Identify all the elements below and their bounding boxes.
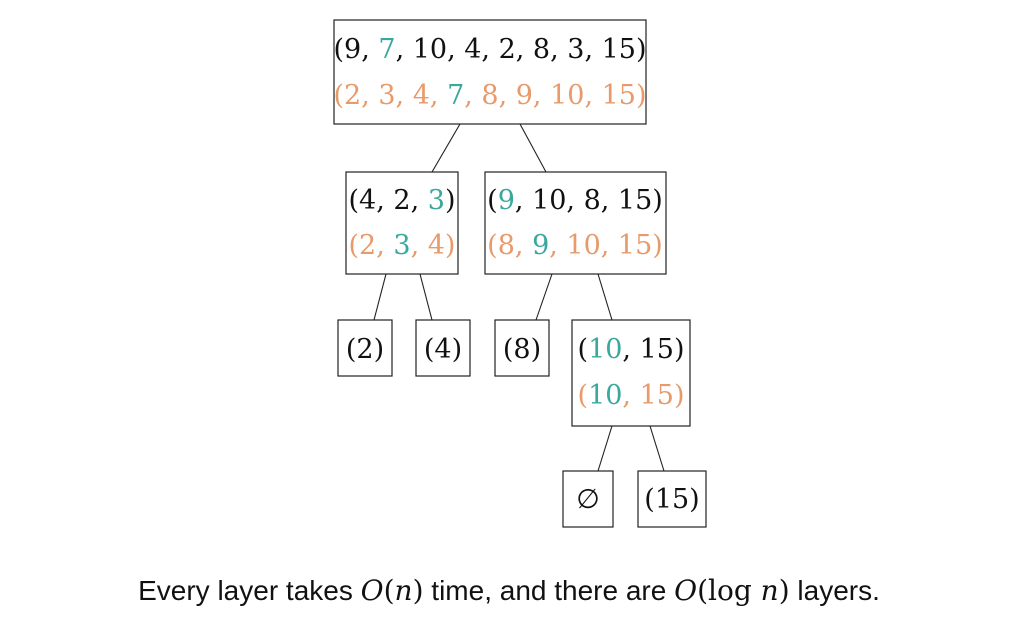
node-line-top: (4, 2, 3) [349, 185, 456, 216]
node-box [337, 319, 393, 377]
node-text-segment: ) [445, 185, 456, 216]
caption-text-3: layers. [789, 575, 880, 606]
node-text-segment: , 15) [622, 334, 684, 365]
node-box [571, 319, 691, 427]
caption-math-open: (log [697, 574, 761, 607]
node-text-segment: , 4) [411, 230, 456, 261]
node-text-segment: (2) [346, 334, 384, 365]
caption-text-1: Every layer takes [138, 575, 361, 606]
node-text-segment: ∅ [576, 484, 600, 515]
caption-math-close: ) [412, 574, 424, 607]
caption-math-func: O [674, 574, 698, 607]
tree-node: (2) [337, 319, 393, 377]
node-text-segment: 3 [428, 185, 445, 216]
caption-math-var: n [394, 574, 413, 607]
node-box [562, 470, 614, 528]
node-line-top: (2) [346, 334, 384, 365]
edge-rightright-leaf15 [649, 425, 665, 472]
node-text-segment: ( [578, 334, 589, 365]
tree-node: (15) [637, 470, 707, 528]
node-text-segment: (8, [487, 230, 532, 261]
caption-text-2: time, and there are [423, 575, 675, 606]
edge-root-left [431, 123, 461, 173]
tree-node: (9, 10, 8, 15) (8, 9, 10, 15) [484, 171, 667, 275]
node-box [415, 319, 471, 377]
edge-root-right [519, 123, 547, 173]
node-text-segment: 7 [378, 34, 395, 65]
node-text-segment: , 8, 9, 10, 15) [464, 80, 646, 111]
node-line-bottom: (8, 9, 10, 15) [487, 230, 663, 261]
node-box [637, 470, 707, 528]
node-line-top: (9, 10, 8, 15) [487, 185, 663, 216]
node-line-top: (10, 15) [578, 334, 685, 365]
node-text-segment: 10 [588, 380, 622, 411]
node-text-segment: , 15) [622, 380, 684, 411]
node-text-segment: 7 [447, 80, 464, 111]
node-text-segment: (8) [503, 334, 541, 365]
node-text-segment: 3 [393, 230, 410, 261]
caption-math-func: O [360, 574, 384, 607]
tree-node: (4) [415, 319, 471, 377]
node-line-bottom: (2, 3, 4) [349, 230, 456, 261]
tree-node: (10, 15) (10, 15) [571, 319, 691, 427]
node-box [345, 171, 459, 275]
node-text-segment: 9 [498, 185, 515, 216]
node-line-top: (15) [644, 484, 699, 515]
tree-node: (9, 7, 10, 4, 2, 8, 3, 15) (2, 3, 4, 7, … [333, 19, 647, 125]
node-text-segment: (15) [644, 484, 699, 515]
node-text-segment: (2, [349, 230, 394, 261]
tree-node: (4, 2, 3) (2, 3, 4) [345, 171, 459, 275]
node-text-segment: , 10, 8, 15) [515, 185, 663, 216]
edge-rightright-empty [597, 425, 613, 472]
caption-math-close: ) [778, 574, 790, 607]
node-text-segment: (4, 2, [349, 185, 428, 216]
node-text-segment: , 10, 15) [549, 230, 663, 261]
caption: Every layer takes O(n) time, and there a… [0, 574, 1018, 607]
node-text-segment: 10 [588, 334, 622, 365]
node-line-top: (8) [503, 334, 541, 365]
tree-node: ∅ [562, 470, 614, 528]
caption-math-big-o-n: O(n) [361, 574, 424, 607]
caption-math-big-o-log-n: O(log n) [674, 574, 790, 607]
edge-left-leaf4 [419, 273, 433, 321]
node-box [484, 171, 667, 275]
node-text-segment: , 10, 4, 2, 8, 3, 15) [396, 34, 647, 65]
caption-math-open: ( [383, 574, 395, 607]
node-text-segment: 9 [532, 230, 549, 261]
node-line-top: (4) [424, 334, 462, 365]
node-line-top: ∅ [576, 484, 600, 515]
recursion-tree-diagram: (9, 7, 10, 4, 2, 8, 3, 15) (2, 3, 4, 7, … [333, 19, 707, 528]
node-text-segment: (9, [333, 34, 378, 65]
node-text-segment: (2, 3, 4, [333, 80, 447, 111]
edge-left-leaf2 [373, 273, 387, 321]
caption-math-var: n [760, 574, 779, 607]
edge-right-rightright [597, 273, 613, 321]
node-text-segment: ( [578, 380, 589, 411]
node-text-segment: ( [487, 185, 498, 216]
node-box [494, 319, 550, 377]
node-text-segment: (4) [424, 334, 462, 365]
node-line-bottom: (10, 15) [578, 380, 685, 411]
node-line-bottom: (2, 3, 4, 7, 8, 9, 10, 15) [333, 80, 646, 111]
node-line-top: (9, 7, 10, 4, 2, 8, 3, 15) [333, 34, 646, 65]
node-box [333, 19, 647, 125]
tree-node: (8) [494, 319, 550, 377]
edge-right-leaf8 [535, 273, 553, 321]
tree-edges [373, 123, 665, 472]
